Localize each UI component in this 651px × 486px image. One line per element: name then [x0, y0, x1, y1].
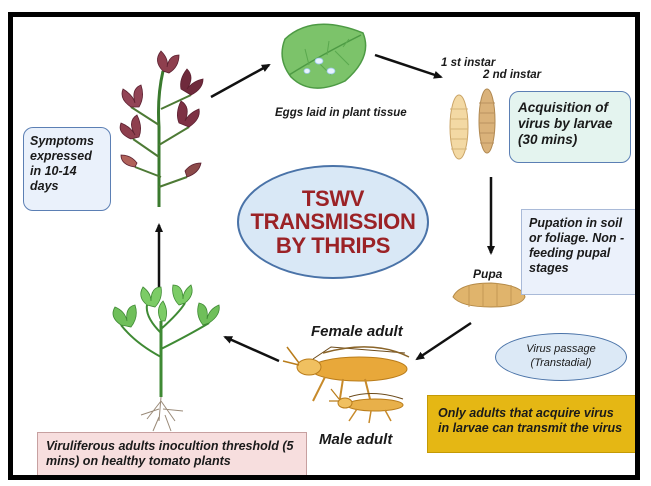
pupation-box: Pupation in soil or foliage. Non - feedi…: [521, 209, 639, 295]
instar2-label: 2 nd instar: [483, 69, 541, 83]
adults-only-box: Only adults that acquire virus in larvae…: [427, 395, 637, 453]
pupa-label: Pupa: [473, 267, 502, 281]
male-adult-label: Male adult: [319, 431, 392, 449]
viruliferous-box: Viruliferous adults inocultion threshold…: [37, 432, 307, 480]
healthy-tomato-plant-icon: [113, 285, 219, 431]
diagram-title: TSWV TRANSMISSION BY THRIPS: [250, 187, 415, 256]
title-ellipse: TSWV TRANSMISSION BY THRIPS: [237, 165, 429, 279]
larva-icon: [479, 89, 495, 153]
virus-passage-line2: (Transtadial): [531, 357, 592, 371]
larva-icon: [450, 95, 468, 159]
virus-passage-line1: Virus passage: [526, 343, 596, 357]
diagram-frame: Eggs laid in plant tissue 1 st instar 2 …: [8, 12, 640, 480]
symptoms-box: Symptoms expressed in 10-14 days: [23, 127, 111, 211]
female-adult-label: Female adult: [311, 323, 403, 341]
leaf-egg-icon: [282, 24, 366, 88]
acquisition-box: Acquisition of virus by larvae (30 mins): [509, 91, 631, 163]
arrow-icon: [225, 337, 279, 361]
pupa-icon: [453, 283, 525, 307]
eggs-label: Eggs laid in plant tissue: [275, 107, 407, 121]
diseased-tomato-plant-icon: [120, 51, 203, 207]
arrow-icon: [417, 323, 471, 359]
arrow-icon: [375, 55, 441, 77]
female-thrips-icon: [283, 347, 409, 405]
arrow-icon: [211, 65, 269, 97]
virus-passage-ellipse: Virus passage (Transtadial): [495, 333, 627, 381]
